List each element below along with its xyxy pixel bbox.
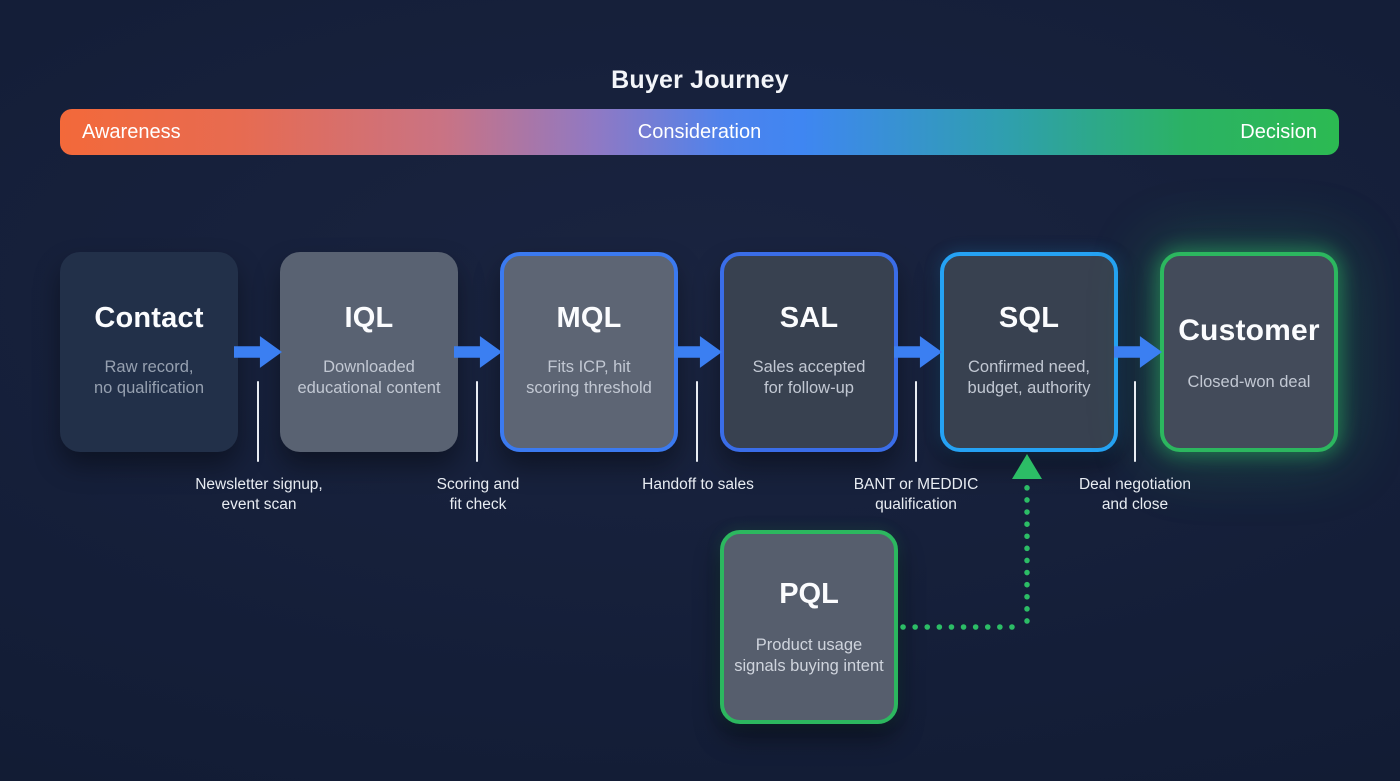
milestone-label: Handoff to sales (588, 475, 808, 495)
milestone-line: BANT or MEDDIC (853, 476, 979, 493)
milestone-line: event scan (221, 495, 297, 513)
stage-card-sal: SAL Sales accepted for follow-up (720, 252, 898, 452)
stage-card-customer: Customer Closed-won deal (1160, 252, 1338, 452)
stage-description: Product usage signals buying intent (734, 635, 884, 677)
desc-line: educational content (297, 379, 441, 397)
stage-card-iql: IQL Downloaded educational content (280, 252, 458, 452)
milestone-label: Scoring and fit check (368, 475, 588, 514)
desc-line: Closed-won deal (1187, 373, 1311, 391)
milestone-line: Handoff to sales (642, 476, 754, 493)
milestone-label: BANT or MEDDIC qualification (806, 475, 1026, 514)
milestone-tick (257, 381, 259, 462)
stage-title: MQL (556, 302, 622, 334)
stage-description: Fits ICP, hit scoring threshold (526, 357, 652, 399)
flow-arrow-icon (1114, 336, 1162, 368)
flow-arrow-icon (894, 336, 942, 368)
flow-arrow-icon (234, 336, 282, 368)
milestone-tick (915, 381, 917, 462)
desc-line: scoring threshold (526, 379, 652, 397)
stage-title: Customer (1178, 314, 1320, 347)
stage-card-pql: PQL Product usage signals buying intent (720, 530, 898, 724)
milestone-tick (1134, 381, 1136, 462)
journey-stage-decision: Decision (1240, 120, 1317, 143)
milestone-label: Newsletter signup, event scan (149, 475, 369, 514)
desc-line: for follow-up (764, 379, 854, 397)
stage-description: Closed-won deal (1188, 372, 1311, 393)
stage-card-sql: SQL Confirmed need, budget, authority (940, 252, 1118, 452)
stage-card-mql: MQL Fits ICP, hit scoring threshold (500, 252, 678, 452)
desc-line: no qualification (93, 379, 205, 397)
stage-description: Downloaded educational content (297, 357, 440, 399)
desc-line: Downloaded (323, 358, 415, 376)
milestone-line: Deal negotiation (1078, 476, 1192, 493)
stage-description: Raw record, no qualification (94, 357, 204, 399)
milestone-tick (696, 381, 698, 462)
stage-title: SAL (779, 302, 839, 334)
milestone-line: qualification (875, 495, 957, 513)
stage-card-contact: Contact Raw record, no qualification (60, 252, 238, 452)
stage-title: PQL (779, 578, 839, 610)
page-title: Buyer Journey (611, 66, 789, 94)
desc-line: Product usage (755, 636, 863, 654)
milestone-line: fit check (449, 495, 507, 513)
milestone-line: Scoring and (436, 476, 520, 493)
milestone-tick (476, 381, 478, 462)
flow-arrow-icon (454, 336, 502, 368)
buyer-journey-bar: Awareness Consideration Decision (60, 109, 1339, 155)
journey-stage-consideration: Consideration (637, 120, 762, 143)
milestone-label: Deal negotiation and close (1025, 475, 1245, 514)
stage-description: Confirmed need, budget, authority (968, 357, 1091, 399)
journey-stage-awareness: Awareness (82, 120, 181, 143)
desc-line: Confirmed need, (967, 358, 1090, 376)
stage-title: Contact (94, 302, 204, 334)
flow-arrow-icon (674, 336, 722, 368)
desc-line: signals buying intent (734, 657, 884, 675)
milestone-line: Newsletter signup, (195, 476, 323, 493)
desc-line: Raw record, (104, 358, 194, 376)
stage-description: Sales accepted for follow-up (753, 357, 866, 399)
milestone-line: and close (1101, 495, 1169, 513)
stage-title: SQL (998, 302, 1060, 334)
desc-line: budget, authority (967, 379, 1091, 397)
stage-title: IQL (344, 302, 394, 334)
desc-line: Fits ICP, hit (547, 358, 631, 376)
desc-line: Sales accepted (752, 358, 866, 376)
